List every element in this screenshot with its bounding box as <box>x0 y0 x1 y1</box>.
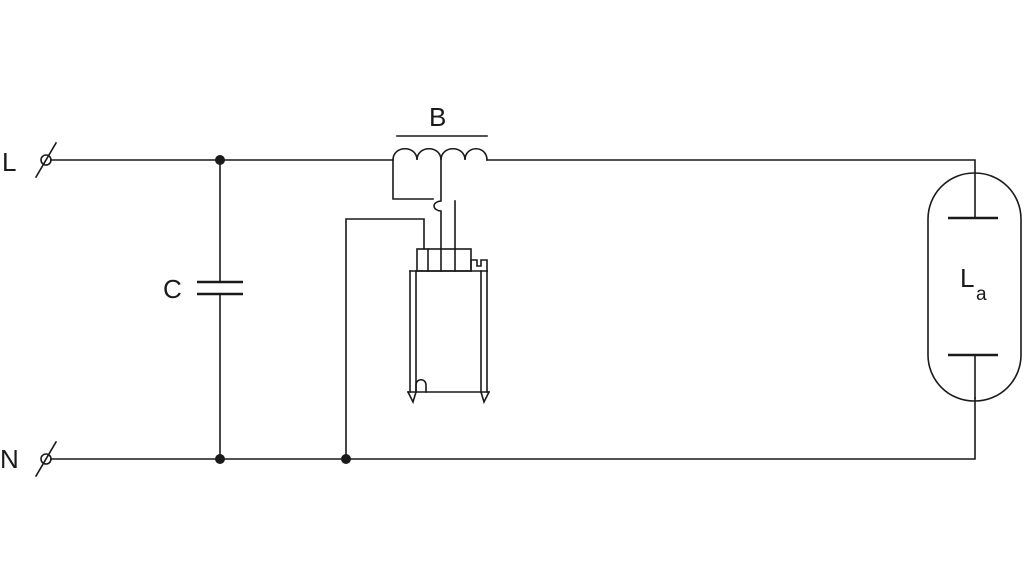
ballast-label: B <box>429 102 446 132</box>
lamp-symbol <box>927 172 1022 402</box>
ballast-inductor-symbol <box>392 135 488 161</box>
line-terminal-label: L <box>2 147 16 177</box>
ignitor-neutral-wire <box>345 218 425 460</box>
capacitor-label: C <box>163 274 182 304</box>
ballast-tap-wires <box>392 159 456 250</box>
neutral-terminal-label: N <box>0 444 19 474</box>
line-rail-to-lamp-wire <box>486 159 976 219</box>
ignitor-device <box>406 248 491 405</box>
lamp-label: L <box>960 263 974 293</box>
lamp-label-subscript: a <box>976 284 987 305</box>
capacitor-symbol <box>197 159 243 460</box>
neutral-rail-wire <box>50 397 976 460</box>
